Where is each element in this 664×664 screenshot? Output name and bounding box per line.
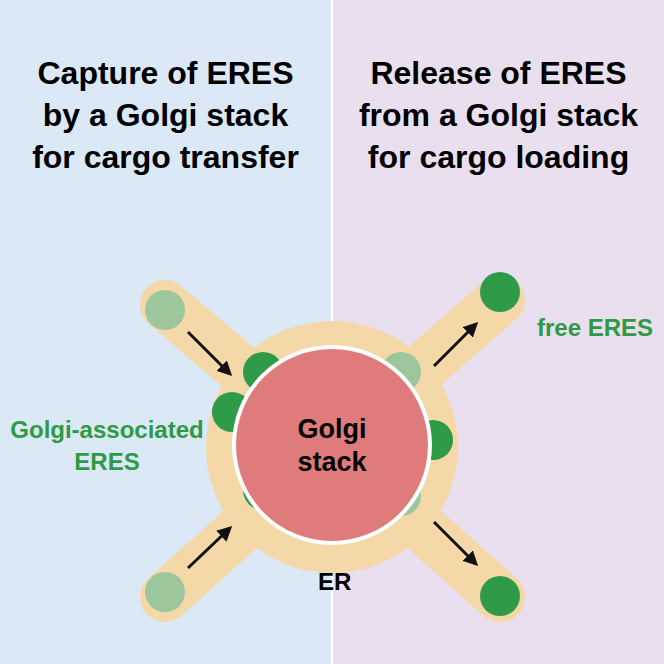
move-arrow xyxy=(188,528,230,568)
er-body xyxy=(206,321,458,573)
move-arrow xyxy=(434,324,476,366)
panel-title: Capture of ERES by a Golgi stack for car… xyxy=(24,52,308,178)
move-arrow xyxy=(188,332,230,374)
eres-dot xyxy=(480,576,520,616)
eres-dot xyxy=(145,290,185,330)
golgi-eres-label: Golgi-associated ERES xyxy=(2,414,212,478)
er-label: ER xyxy=(318,568,351,596)
move-arrow xyxy=(434,522,476,564)
eres-dot xyxy=(480,272,520,312)
panel-title: Release of ERES from a Golgi stack for c… xyxy=(357,52,641,178)
golgi-label: Golgi stack xyxy=(272,413,392,479)
golgi-stack: Golgi stack xyxy=(232,345,432,545)
free-eres-label: free ERES xyxy=(528,312,662,344)
eres-dot xyxy=(145,572,185,612)
golgi-circle xyxy=(232,345,432,545)
